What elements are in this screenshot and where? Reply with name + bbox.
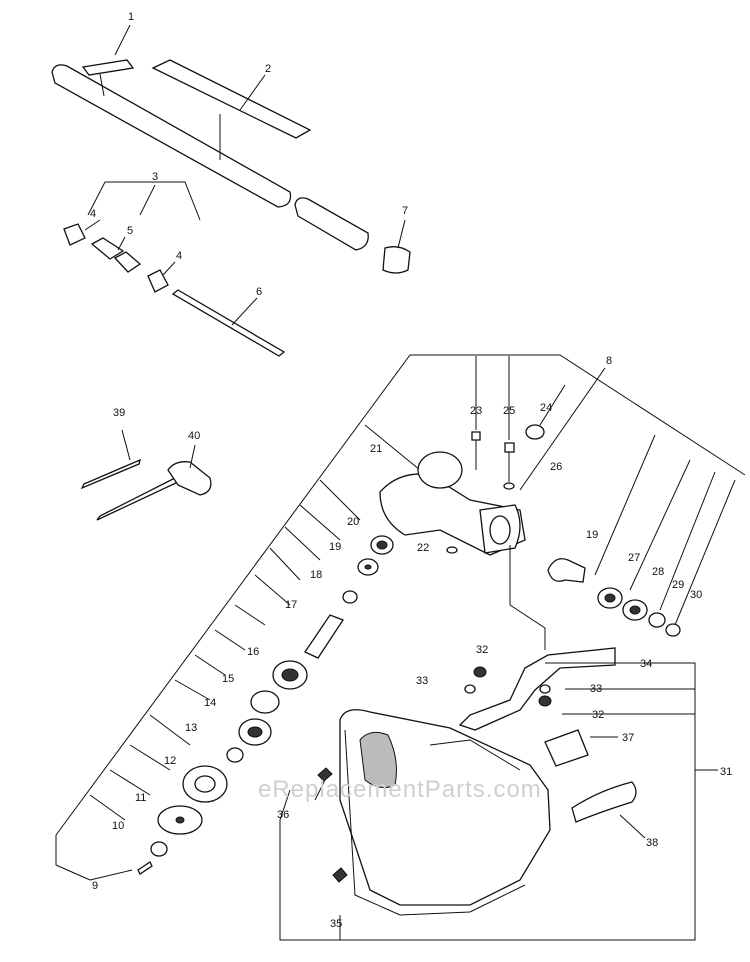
part-35-bolt[interactable] bbox=[332, 867, 348, 883]
callout-37: 37 bbox=[622, 732, 634, 744]
part-16-bearing[interactable] bbox=[272, 660, 308, 690]
callout-33: 33 bbox=[416, 675, 428, 687]
part-38-label[interactable] bbox=[571, 781, 637, 823]
part-37-label[interactable] bbox=[544, 729, 589, 767]
callout-21: 21 bbox=[370, 443, 382, 455]
part-17-output-shaft[interactable] bbox=[304, 614, 344, 659]
callout-14: 14 bbox=[204, 697, 216, 709]
part-11-plate[interactable] bbox=[157, 805, 203, 835]
callout-13: 13 bbox=[185, 722, 197, 734]
callout-32: 32 bbox=[476, 644, 488, 656]
part-4-bushing-right[interactable] bbox=[147, 269, 169, 293]
callout-1: 1 bbox=[128, 11, 134, 23]
part-22-washer[interactable] bbox=[446, 546, 458, 554]
callout-22: 22 bbox=[417, 542, 429, 554]
callout-5: 5 bbox=[127, 225, 133, 237]
part-26-washer[interactable] bbox=[503, 482, 515, 490]
part-27-bearing[interactable] bbox=[597, 587, 623, 609]
part-14-bearing[interactable] bbox=[238, 718, 272, 746]
callout-27: 27 bbox=[628, 552, 640, 564]
callout-25: 25 bbox=[503, 405, 515, 417]
part-12-holder[interactable] bbox=[182, 765, 228, 803]
part-24-nut[interactable] bbox=[525, 424, 545, 440]
callout-4: 4 bbox=[176, 250, 182, 262]
callout-10: 10 bbox=[112, 820, 124, 832]
callout-2: 2 bbox=[265, 63, 271, 75]
callout-11: 11 bbox=[135, 792, 146, 804]
part-1-label-plate[interactable] bbox=[81, 59, 135, 76]
part-23-bolt[interactable] bbox=[471, 431, 481, 470]
part-32-nut-upper[interactable] bbox=[473, 666, 487, 678]
callout-18: 18 bbox=[310, 569, 322, 581]
callout-33: 33 bbox=[590, 683, 602, 695]
callout-38: 38 bbox=[646, 837, 658, 849]
callout-26: 26 bbox=[550, 461, 562, 473]
part-2-label-plate[interactable] bbox=[151, 59, 312, 139]
callout-17: 17 bbox=[285, 599, 297, 611]
part-3-outer-tube[interactable] bbox=[51, 64, 292, 208]
callout-40: 40 bbox=[188, 430, 200, 442]
callout-19: 19 bbox=[586, 529, 598, 541]
part-10-nut[interactable] bbox=[150, 841, 168, 857]
callout-8: 8 bbox=[606, 355, 612, 367]
part-4-bushing-left[interactable] bbox=[63, 223, 86, 246]
part-34-bracket[interactable] bbox=[458, 647, 616, 731]
callout-24: 24 bbox=[540, 402, 552, 414]
callout-30: 30 bbox=[690, 589, 702, 601]
part-39-rod[interactable] bbox=[80, 458, 141, 490]
part-5-liner[interactable] bbox=[90, 237, 142, 273]
part-28-bearing[interactable] bbox=[622, 599, 648, 621]
part-33-washer-lower[interactable] bbox=[539, 684, 551, 694]
part-21-gear-case[interactable] bbox=[379, 451, 526, 556]
part-31-guard[interactable] bbox=[339, 709, 551, 916]
part-30-snap-ring[interactable] bbox=[665, 623, 681, 637]
part-25-long-bolt[interactable] bbox=[504, 442, 515, 482]
callout-39: 39 bbox=[113, 407, 125, 419]
callout-9: 9 bbox=[92, 880, 98, 892]
part-20-bearing[interactable] bbox=[370, 535, 394, 555]
callout-36: 36 bbox=[277, 809, 289, 821]
callout-32: 32 bbox=[592, 709, 604, 721]
part-19-spacer[interactable] bbox=[357, 558, 379, 576]
callout-4: 4 bbox=[90, 208, 96, 220]
callout-28: 28 bbox=[652, 566, 664, 578]
callout-23: 23 bbox=[470, 405, 482, 417]
part-18-ring[interactable] bbox=[342, 590, 358, 604]
part-7-tube-end[interactable] bbox=[294, 197, 411, 274]
part-33-washer-upper[interactable] bbox=[464, 684, 476, 694]
part-15-ring[interactable] bbox=[250, 690, 280, 714]
part-40-box-wrench[interactable] bbox=[96, 461, 212, 521]
callout-34: 34 bbox=[640, 658, 652, 670]
part-13-spacer[interactable] bbox=[226, 747, 244, 763]
callout-19: 19 bbox=[329, 541, 341, 553]
callout-16: 16 bbox=[247, 646, 259, 658]
part-9-pin[interactable] bbox=[137, 861, 153, 875]
part-36-bolt[interactable] bbox=[317, 767, 333, 782]
callout-12: 12 bbox=[164, 755, 176, 767]
callout-3: 3 bbox=[152, 171, 158, 183]
callout-20: 20 bbox=[347, 516, 359, 528]
part-6-drive-shaft[interactable] bbox=[171, 289, 286, 357]
part-19-pinion[interactable] bbox=[547, 558, 586, 583]
callout-6: 6 bbox=[256, 286, 262, 298]
callout-7: 7 bbox=[402, 205, 408, 217]
part-32-nut-lower[interactable] bbox=[538, 695, 552, 707]
callout-35: 35 bbox=[330, 918, 342, 930]
part-29-snap-ring[interactable] bbox=[648, 612, 666, 628]
watermark: eReplacementParts.com bbox=[258, 776, 542, 803]
callout-15: 15 bbox=[222, 673, 234, 685]
callout-29: 29 bbox=[672, 579, 684, 591]
callout-31: 31 bbox=[720, 766, 732, 778]
